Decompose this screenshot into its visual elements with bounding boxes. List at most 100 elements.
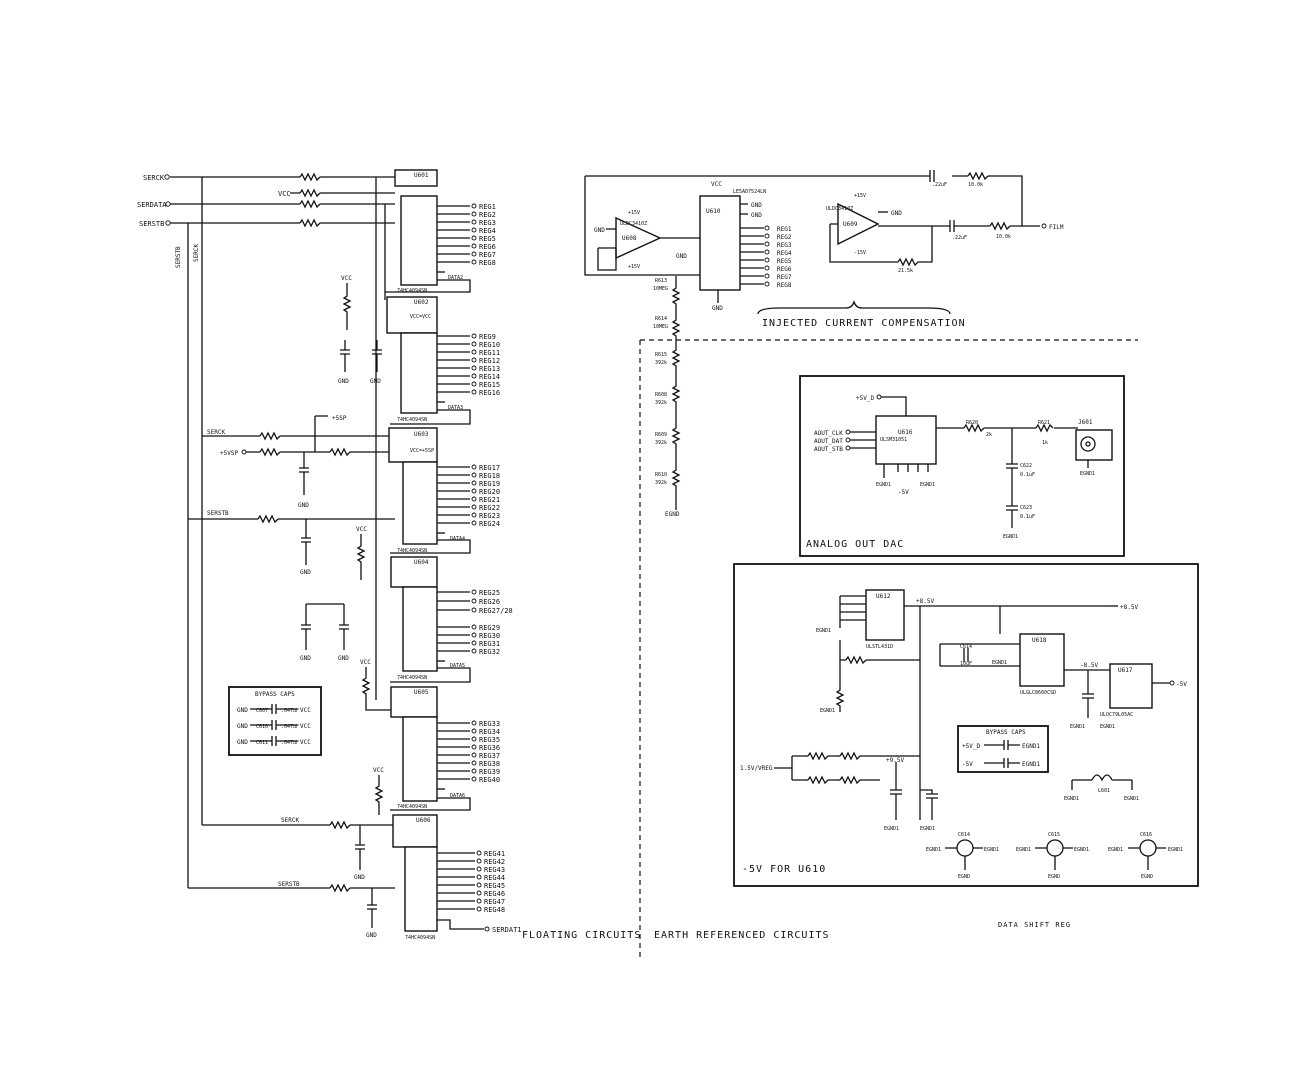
svg-text:L601: L601 bbox=[1098, 788, 1110, 794]
svg-text:REG2: REG2 bbox=[777, 234, 792, 241]
svg-text:EGND1: EGND1 bbox=[1080, 471, 1095, 477]
neg5-title: -5V FOR U610 bbox=[742, 864, 826, 875]
svg-text:+5V_D: +5V_D bbox=[856, 395, 874, 402]
svg-text:VCC=VCC: VCC=VCC bbox=[410, 314, 431, 320]
reg-out: REG41 bbox=[484, 850, 505, 858]
svg-text:R608: R608 bbox=[655, 392, 667, 398]
reg-out: REG36 bbox=[479, 744, 500, 752]
svg-text:GND: GND bbox=[366, 932, 377, 939]
input-nets: SERCK SERDATA SERSTB VCC SERSTB SERCK SE… bbox=[137, 172, 395, 893]
svg-text:0.1uF: 0.1uF bbox=[1020, 472, 1035, 478]
svg-text:R609: R609 bbox=[655, 432, 667, 438]
svg-text:GND: GND bbox=[712, 305, 723, 312]
svg-text:GND: GND bbox=[594, 227, 605, 234]
reg-out: REG17 bbox=[479, 464, 500, 472]
svg-text:C614: C614 bbox=[958, 832, 970, 838]
svg-text:EGND1: EGND1 bbox=[1003, 534, 1018, 540]
svg-text:+15V: +15V bbox=[628, 264, 640, 270]
svg-text:R613: R613 bbox=[655, 278, 667, 284]
left-passives: VCC GND GND GND GND VCC GND GND VCC VCC … bbox=[298, 275, 395, 939]
reg-out: REG29 bbox=[479, 624, 500, 632]
svg-text:SERCK: SERCK bbox=[281, 817, 299, 824]
svg-text:-8.5V: -8.5V bbox=[1080, 662, 1098, 669]
svg-text:EGND1: EGND1 bbox=[876, 482, 891, 488]
svg-text:VCC: VCC bbox=[360, 659, 371, 666]
reg-out: REG34 bbox=[479, 728, 500, 736]
reg-out: REG8 bbox=[479, 259, 496, 267]
serstb2-label: SERSTB bbox=[207, 510, 229, 517]
chip-tail: DATA4 bbox=[450, 536, 465, 542]
chip-u604: U604 74HC4094SN REG25 REG26 REG27/28 REG… bbox=[390, 556, 513, 683]
svg-text:+8.5V: +8.5V bbox=[1120, 604, 1138, 611]
reg-out: REG31 bbox=[479, 640, 500, 648]
svg-text:10.0k: 10.0k bbox=[996, 234, 1011, 240]
svg-text:EGND1: EGND1 bbox=[1074, 847, 1089, 853]
reg-out: REG48 bbox=[484, 906, 505, 914]
svg-text:C622: C622 bbox=[1020, 463, 1032, 469]
reg-out: REG23 bbox=[479, 512, 500, 520]
svg-text:AOUT_CLK: AOUT_CLK bbox=[814, 430, 843, 437]
svg-text:21.5k: 21.5k bbox=[898, 268, 913, 274]
svg-text:ULOC79L05AC: ULOC79L05AC bbox=[1100, 712, 1133, 718]
svg-text:EGND1: EGND1 bbox=[1022, 743, 1040, 750]
svg-text:U618: U618 bbox=[1032, 637, 1047, 644]
svg-text:REG1: REG1 bbox=[777, 226, 792, 233]
svg-text:EGND1: EGND1 bbox=[820, 708, 835, 714]
reg-out: REG35 bbox=[479, 736, 500, 744]
svg-text:J601: J601 bbox=[1078, 419, 1093, 426]
svg-text:U609: U609 bbox=[843, 221, 858, 228]
svg-text:-15V: -15V bbox=[854, 250, 866, 256]
earth-label: EARTH REFERENCED CIRCUITS bbox=[654, 930, 830, 941]
svg-text:.22uF: .22uF bbox=[952, 235, 967, 241]
reg-out: REG25 bbox=[479, 589, 500, 597]
reg-out: REG16 bbox=[479, 389, 500, 397]
svg-text:C614: C614 bbox=[960, 644, 972, 650]
svg-text:R614: R614 bbox=[655, 316, 667, 322]
svg-text:VCC: VCC bbox=[373, 767, 384, 774]
chip-ref: U604 bbox=[414, 559, 429, 566]
serck2-label: SERCK bbox=[207, 429, 225, 436]
svg-text:GND: GND bbox=[751, 202, 762, 209]
reg-out: REG24 bbox=[479, 520, 500, 528]
svg-text:GND: GND bbox=[237, 707, 248, 714]
chip-u606: U606 74HC4094SN REG41 REG42 REG43 REG44 … bbox=[392, 814, 522, 941]
svg-text:R621: R621 bbox=[1038, 420, 1050, 426]
chip-u605: U605 74HC4094SN REG33 REG34 REG35 REG36 … bbox=[390, 686, 500, 811]
svg-text:1.5V/VREG: 1.5V/VREG bbox=[740, 765, 773, 772]
reg-out: REG44 bbox=[484, 874, 505, 882]
svg-text:EGND1: EGND1 bbox=[926, 847, 941, 853]
chip-part: 74HC4094SN bbox=[397, 288, 427, 294]
svg-text:ULSM31051: ULSM31051 bbox=[880, 437, 907, 443]
chip-ref: U602 bbox=[414, 299, 429, 306]
reg-out: REG33 bbox=[479, 720, 500, 728]
svg-text:-5V: -5V bbox=[898, 489, 909, 496]
svg-text:VCC=+5SP: VCC=+5SP bbox=[410, 448, 434, 454]
svg-text:EGND: EGND bbox=[1048, 874, 1060, 880]
svg-text:C607: C607 bbox=[256, 708, 268, 714]
chip-u603: U603 VCC=+5SP 74HC4094SN REG17 REG18 REG… bbox=[388, 427, 500, 554]
svg-text:VCC: VCC bbox=[341, 275, 352, 282]
svg-text:ULSTL431D: ULSTL431D bbox=[866, 644, 893, 650]
floating-label: FLOATING CIRCUITS bbox=[522, 930, 641, 941]
chip-ref: U605 bbox=[414, 689, 429, 696]
svg-text:GND: GND bbox=[338, 655, 349, 662]
svg-text:1k: 1k bbox=[1042, 440, 1048, 446]
reg-out: REG37 bbox=[479, 752, 500, 760]
reg-out: REG10 bbox=[479, 341, 500, 349]
chip-tail: DATA3 bbox=[448, 405, 463, 411]
reg-out: REG26 bbox=[479, 598, 500, 606]
chip-part: 74HC4094SN bbox=[397, 675, 427, 681]
reg-out: REG1 bbox=[479, 203, 496, 211]
reg-out: REG2 bbox=[479, 211, 496, 219]
svg-text:GND: GND bbox=[300, 655, 311, 662]
chip-tail: SERDAT1 bbox=[492, 926, 522, 934]
svg-text:EGND1: EGND1 bbox=[884, 826, 899, 832]
svg-text:GND: GND bbox=[237, 723, 248, 730]
svg-text:R620: R620 bbox=[966, 420, 978, 426]
svg-text:SERSTB: SERSTB bbox=[175, 246, 182, 268]
svg-text:392k: 392k bbox=[655, 400, 667, 406]
reg-out: REG5 bbox=[479, 235, 496, 243]
chip-u602: U602 VCC=VCC 74HC4094SN REG9 REG10 REG11… bbox=[386, 296, 500, 425]
svg-text:REG3: REG3 bbox=[777, 242, 792, 249]
svg-text:AOUT_DAT: AOUT_DAT bbox=[814, 438, 843, 445]
